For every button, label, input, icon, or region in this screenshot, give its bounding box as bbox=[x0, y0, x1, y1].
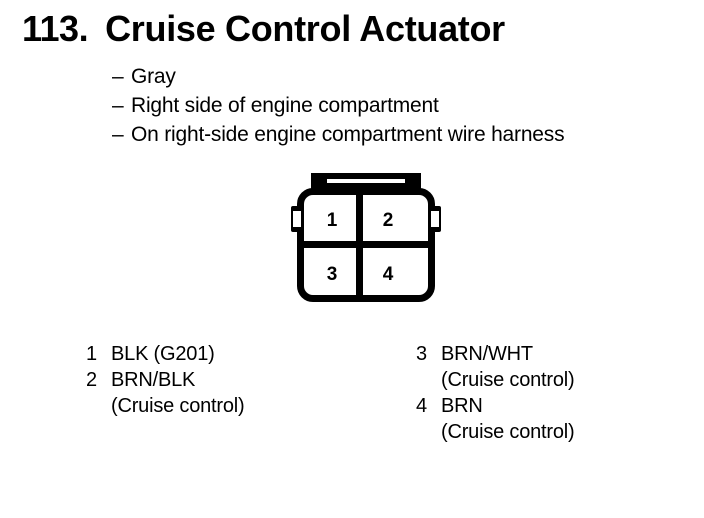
connector-side-tab-left-recess bbox=[293, 211, 301, 227]
description-item: – On right-side engine compartment wire … bbox=[112, 120, 565, 149]
pin-number: 2 bbox=[86, 369, 97, 391]
pin-number: 1 bbox=[86, 343, 97, 365]
connector-diagram: 1 2 3 4 bbox=[291, 170, 441, 306]
pin-legend-row: 3 BRN/WHT bbox=[416, 341, 575, 367]
page-title-number: 113. bbox=[22, 8, 89, 49]
description-item-label: Gray bbox=[131, 65, 176, 88]
dash-icon: – bbox=[112, 94, 124, 117]
connector-cavity-1: 1 bbox=[326, 210, 338, 231]
pin-number: 4 bbox=[416, 395, 427, 417]
pin-sublabel: (Cruise control) bbox=[441, 421, 575, 443]
description-item: – Right side of engine compartment bbox=[112, 91, 564, 120]
pin-legend-row: 2 BRN/BLK bbox=[86, 367, 245, 393]
pin-sublabel: (Cruise control) bbox=[441, 369, 575, 391]
pin-sublabel: (Cruise control) bbox=[111, 395, 245, 417]
description-list: – Gray – Right side of engine compartmen… bbox=[112, 62, 565, 149]
pin-legend-left-column: 1 BLK (G201) 2 BRN/BLK (Cruise control) bbox=[86, 341, 245, 419]
connector-latch-post-right bbox=[412, 173, 421, 195]
connector-side-tab-right-recess bbox=[431, 211, 439, 227]
page-title-text: Cruise Control Actuator bbox=[105, 8, 505, 49]
connector-cavity-3: 3 bbox=[326, 264, 338, 285]
connector-cavity-4: 4 bbox=[382, 264, 394, 285]
pin-label: BRN/BLK bbox=[111, 369, 196, 391]
pin-legend-row: 1 BLK (G201) bbox=[86, 341, 245, 367]
pin-label: BRN/WHT bbox=[441, 343, 533, 365]
dash-icon: – bbox=[112, 123, 124, 146]
pin-label: BRN bbox=[441, 395, 483, 417]
page-title: 113. Cruise Control Actuator bbox=[22, 11, 505, 47]
connector-latch-post-left bbox=[311, 173, 320, 195]
pin-label: BLK (G201) bbox=[111, 343, 215, 365]
connector-latch-slot bbox=[327, 179, 405, 183]
connector-cavity-2: 2 bbox=[382, 210, 394, 231]
dash-icon: – bbox=[112, 65, 124, 88]
description-item-label: Right side of engine compartment bbox=[131, 94, 439, 117]
pin-legend-row: 4 BRN bbox=[416, 393, 575, 419]
pin-legend-right-column: 3 BRN/WHT (Cruise control) 4 BRN (Cruise… bbox=[416, 341, 575, 445]
connector-divider-horizontal bbox=[299, 241, 433, 248]
description-item-label: On right-side engine compartment wire ha… bbox=[131, 123, 565, 146]
description-item: – Gray bbox=[112, 62, 564, 91]
pin-number: 3 bbox=[416, 343, 427, 365]
